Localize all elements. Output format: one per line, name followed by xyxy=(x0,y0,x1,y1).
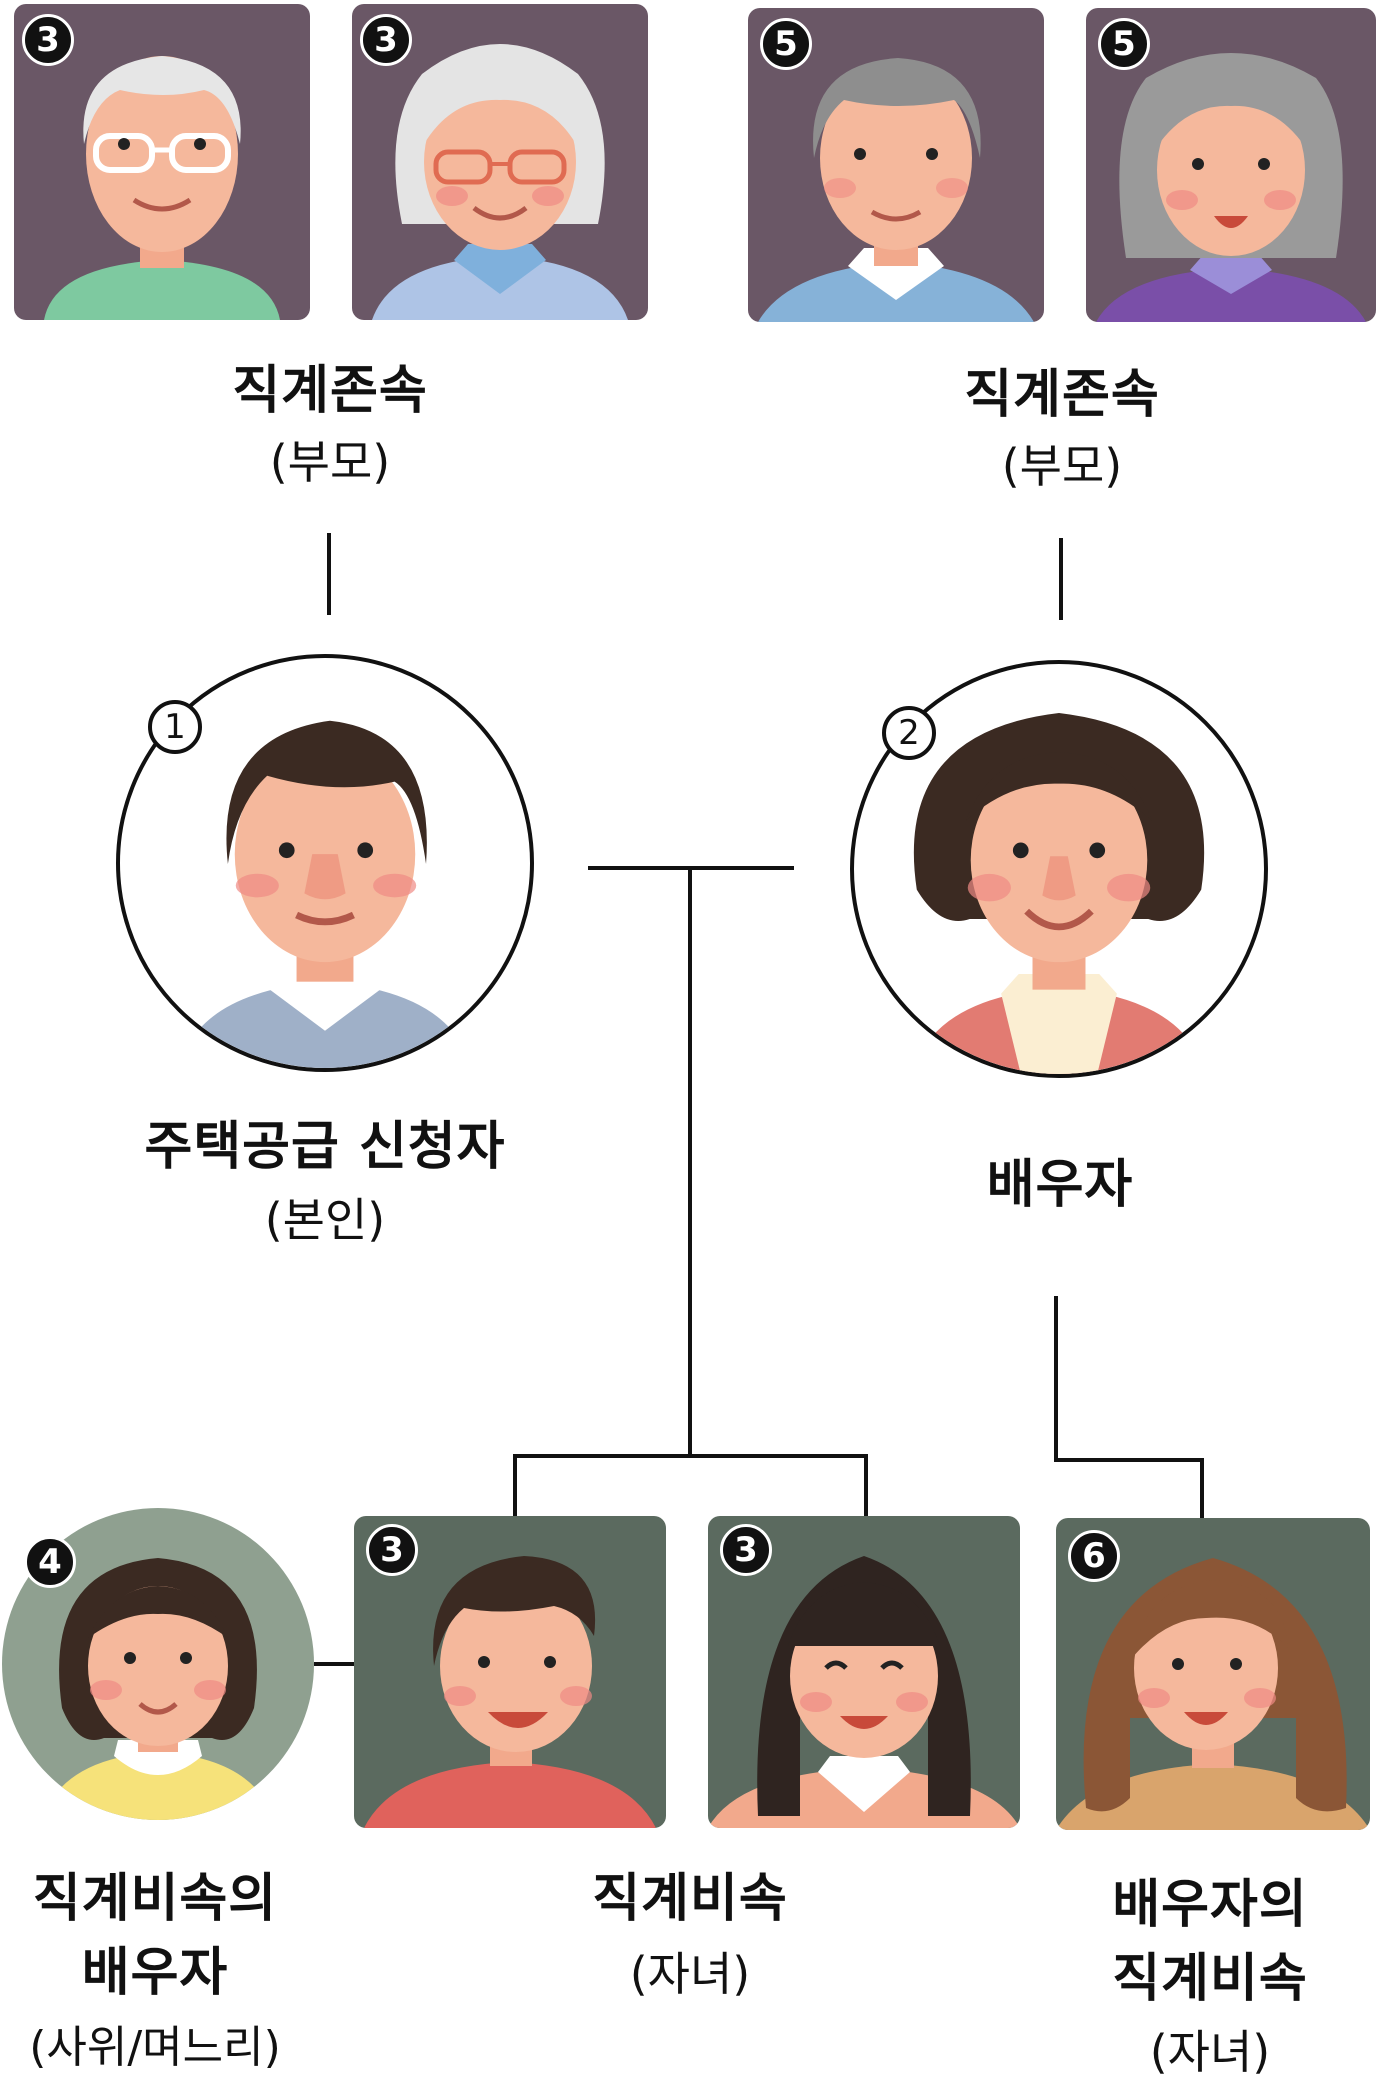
spouse-father-badge: 5 xyxy=(760,18,812,70)
spouse-children-title-line2: 직계비속 xyxy=(1030,1946,1382,2012)
son-badge: 3 xyxy=(366,1524,418,1576)
children-branch-line xyxy=(513,1454,868,1458)
spouse-title: 배우자 xyxy=(880,1152,1240,1218)
spouse-badge: 2 xyxy=(882,706,936,760)
children-trunk-line xyxy=(688,868,692,1456)
spouse-child-connector-drop xyxy=(1200,1458,1204,1518)
child-spouse-badge: 4 xyxy=(24,1536,76,1588)
in-law-connector xyxy=(314,1662,354,1666)
spouse-child-connector-horizontal xyxy=(1054,1458,1204,1462)
applicant-subtitle: (본인) xyxy=(175,1192,475,1248)
spouse-children-title-line1: 배우자의 xyxy=(1030,1872,1382,1938)
self-father-badge: 3 xyxy=(22,14,74,66)
applicant-badge: 1 xyxy=(148,700,202,754)
applicant-title: 주택공급 신청자 xyxy=(90,1114,560,1180)
spouse-parents-connector xyxy=(1059,538,1063,620)
spouse-parents-subtitle: (부모) xyxy=(912,438,1212,494)
child-spouse-title-line1: 직계비속의 xyxy=(0,1866,310,1932)
spouse-child-connector-vertical xyxy=(1054,1296,1058,1460)
children-title: 직계비속 xyxy=(510,1866,870,1932)
self-parents-connector xyxy=(327,533,331,615)
son-drop-line xyxy=(513,1454,517,1516)
spouse-parents-title: 직계존속 xyxy=(882,362,1242,428)
spouse-mother-badge: 5 xyxy=(1098,18,1150,70)
self-mother-badge: 3 xyxy=(360,14,412,66)
child-spouse-subtitle: (사위/며느리) xyxy=(0,2020,310,2076)
child-spouse-title-line2: 배우자 xyxy=(0,1940,310,2006)
self-parents-subtitle: (부모) xyxy=(180,434,480,490)
spouse-child-badge: 6 xyxy=(1068,1530,1120,1582)
daughter-drop-line xyxy=(864,1454,868,1516)
spouse-children-subtitle: (자녀) xyxy=(1060,2024,1360,2080)
daughter-badge: 3 xyxy=(720,1524,772,1576)
self-parents-title: 직계존속 xyxy=(150,358,510,424)
children-subtitle: (자녀) xyxy=(540,1946,840,2002)
